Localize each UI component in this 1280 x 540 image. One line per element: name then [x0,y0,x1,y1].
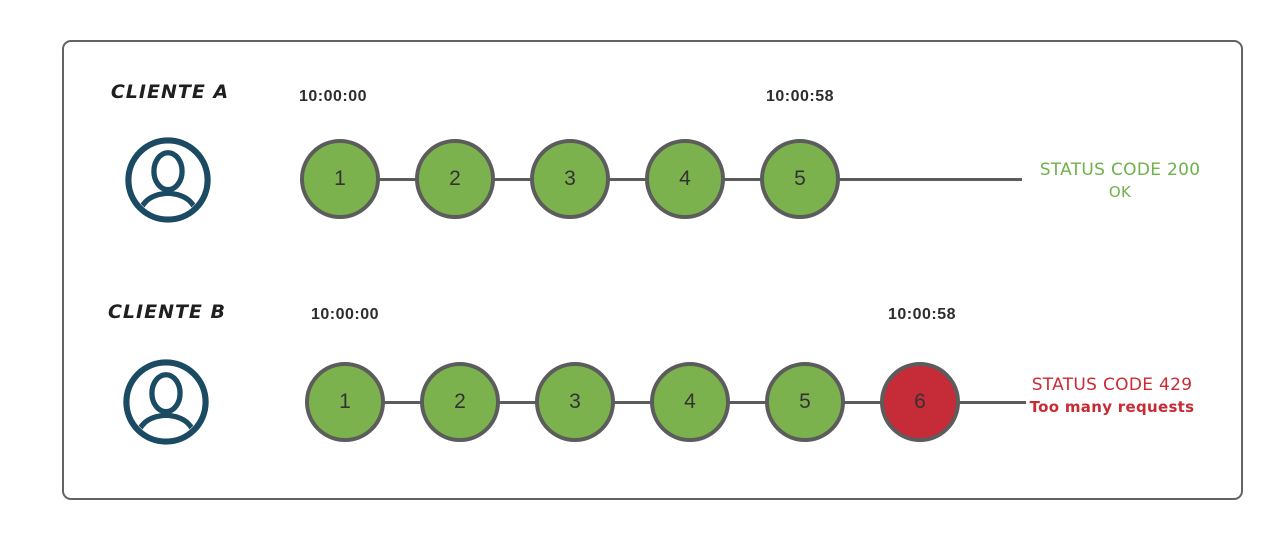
request-circle: 2 [420,362,500,442]
request-circle: 1 [305,362,385,442]
status-message-line: Too many requests [1029,398,1195,416]
person-icon [122,358,210,446]
status-code-line: STATUS CODE 429 [1031,375,1193,395]
end-timestamp: 10:00:58 [765,88,835,105]
status-code-line: STATUS CODE 200 [1039,160,1201,180]
client-b-label: CLIENTE B [107,301,227,323]
diagram-border [62,40,1243,500]
request-circle: 5 [765,362,845,442]
request-circle: 5 [760,139,840,219]
request-circle: 4 [650,362,730,442]
request-circle: 6 [880,362,960,442]
person-icon [124,136,212,224]
request-circle: 1 [300,139,380,219]
status-text: STATUS CODE 429 Too many requests [1018,374,1206,418]
start-timestamp: 10:00:00 [310,306,380,323]
end-timestamp: 10:00:58 [887,306,957,323]
request-circle: 3 [530,139,610,219]
request-circle: 2 [415,139,495,219]
start-timestamp: 10:00:00 [298,88,368,105]
request-circle: 3 [535,362,615,442]
client-a-label: CLIENTE A [110,81,230,103]
status-message-line: OK [1108,183,1132,201]
status-text: STATUS CODE 200 OK [1026,159,1214,203]
request-circle: 4 [645,139,725,219]
